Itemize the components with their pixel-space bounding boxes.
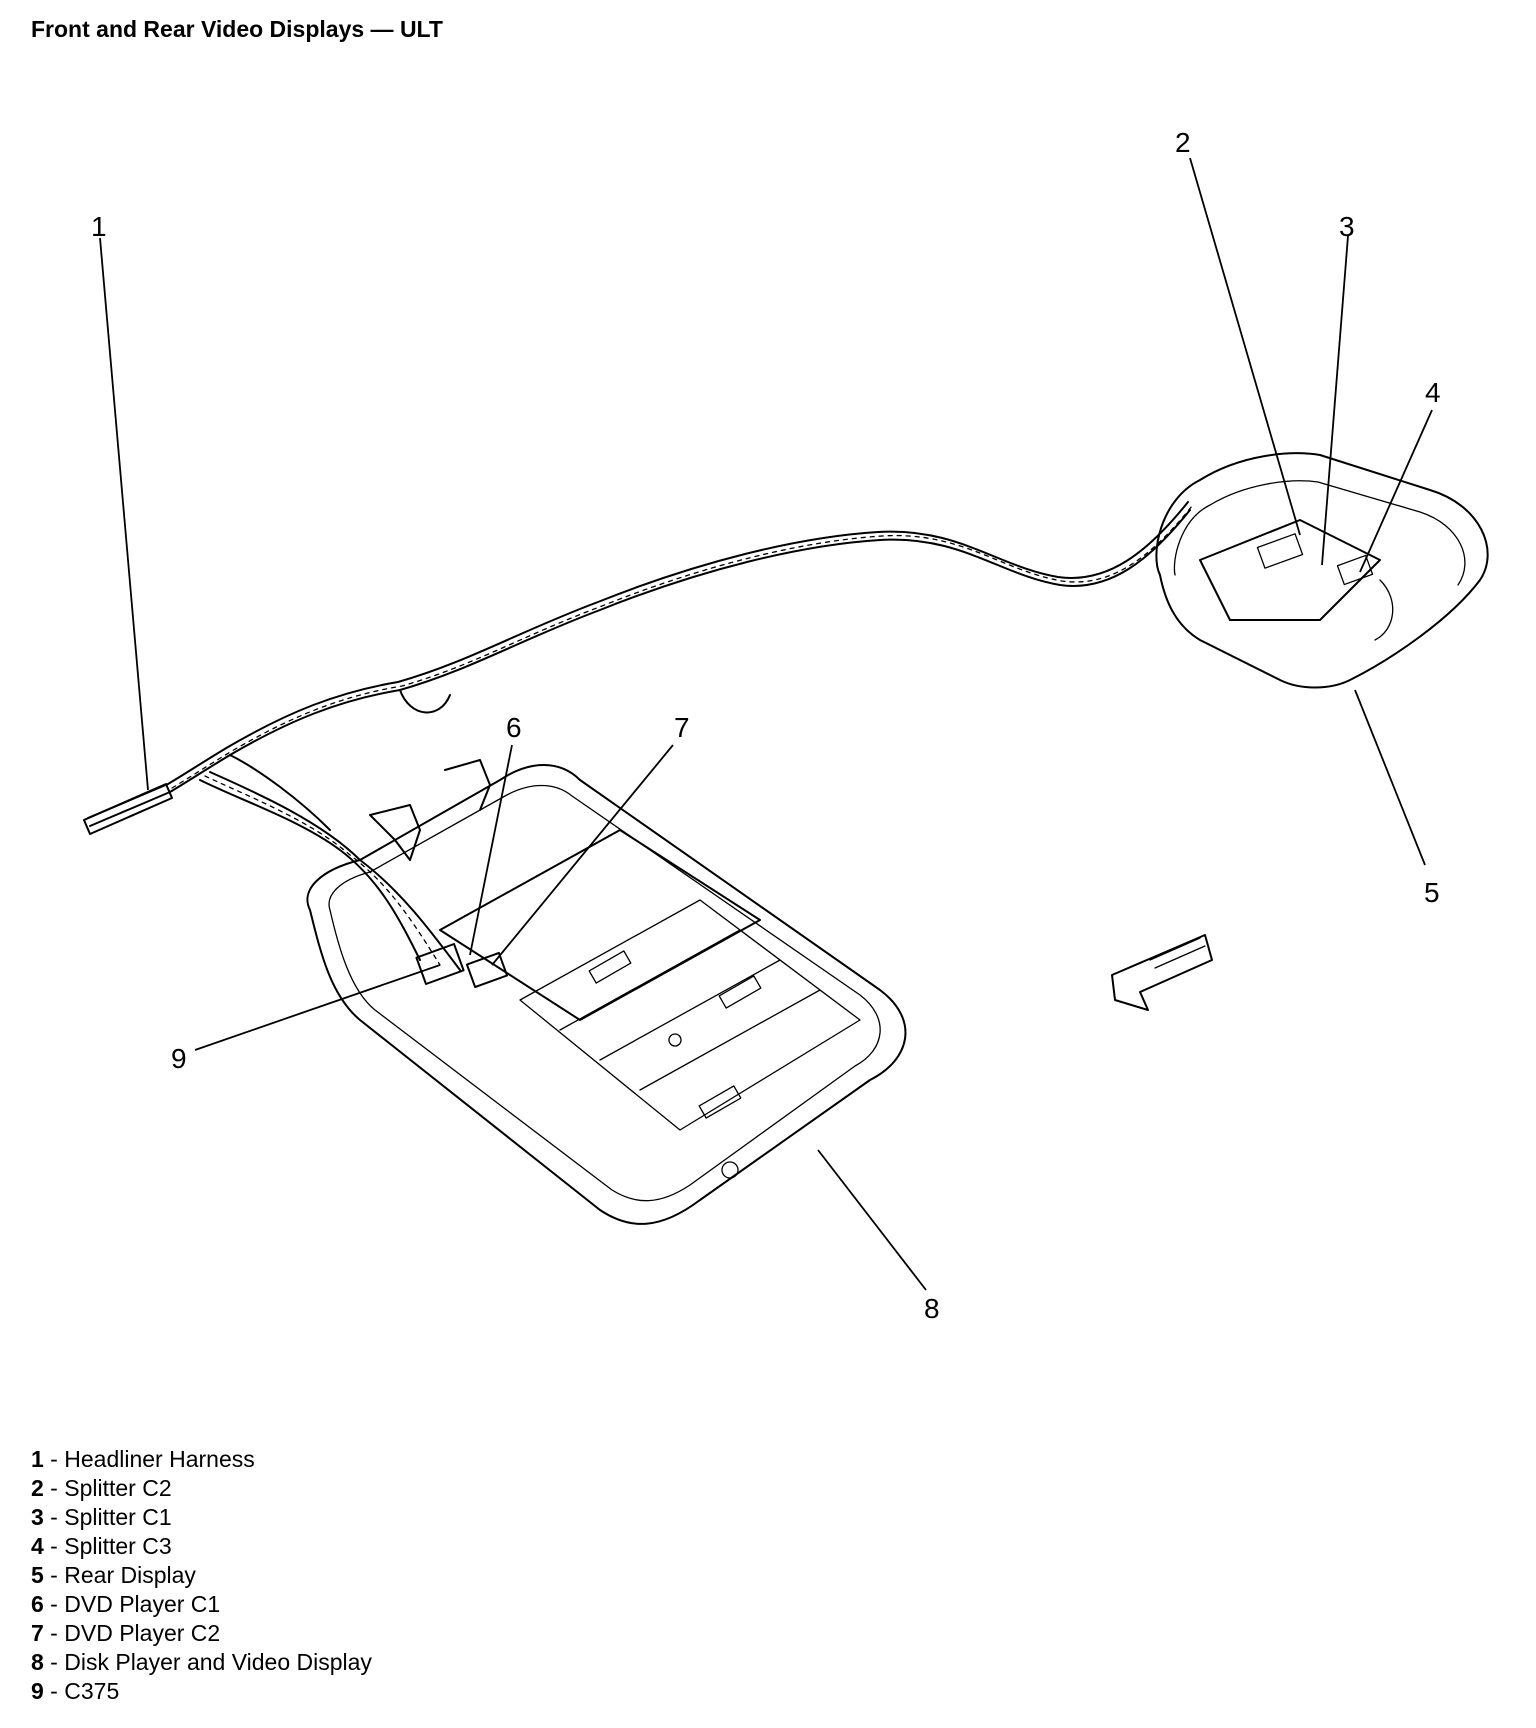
callout-9: 9 [171,1043,187,1074]
headliner-harness [83,501,1193,971]
callout-6: 6 [506,712,522,743]
legend-item-5: 5 - Rear Display [31,1562,196,1588]
disk-player-video-display [306,759,907,1225]
legend-item-3: 3 - Splitter C1 [31,1504,172,1530]
callout-1: 1 [91,211,107,242]
callout-3: 3 [1339,211,1355,242]
leader-lines [99,157,1433,1291]
callout-4: 4 [1425,377,1441,408]
callout-8: 8 [924,1293,940,1324]
legend-item-4: 4 - Splitter C3 [31,1533,172,1559]
callout-7: 7 [674,712,690,743]
legend: 1 - Headliner Harness 2 - Splitter C2 3 … [31,1445,372,1706]
legend-item-2: 2 - Splitter C2 [31,1475,172,1501]
diagram-title: Front and Rear Video Displays — ULT [31,16,443,42]
rear-display [1155,452,1489,689]
legend-item-8: 8 - Disk Player and Video Display [31,1649,372,1675]
legend-item-9: 9 - C375 [31,1678,120,1704]
callout-2: 2 [1175,127,1191,158]
front-direction-arrow [1111,934,1213,1011]
legend-item-1: 1 - Headliner Harness [31,1446,255,1472]
legend-item-6: 6 - DVD Player C1 [31,1591,221,1617]
callout-numbers: 1 2 3 4 5 6 7 8 9 [91,127,1441,1324]
legend-item-7: 7 - DVD Player C2 [31,1620,221,1646]
callout-5: 5 [1424,877,1440,908]
